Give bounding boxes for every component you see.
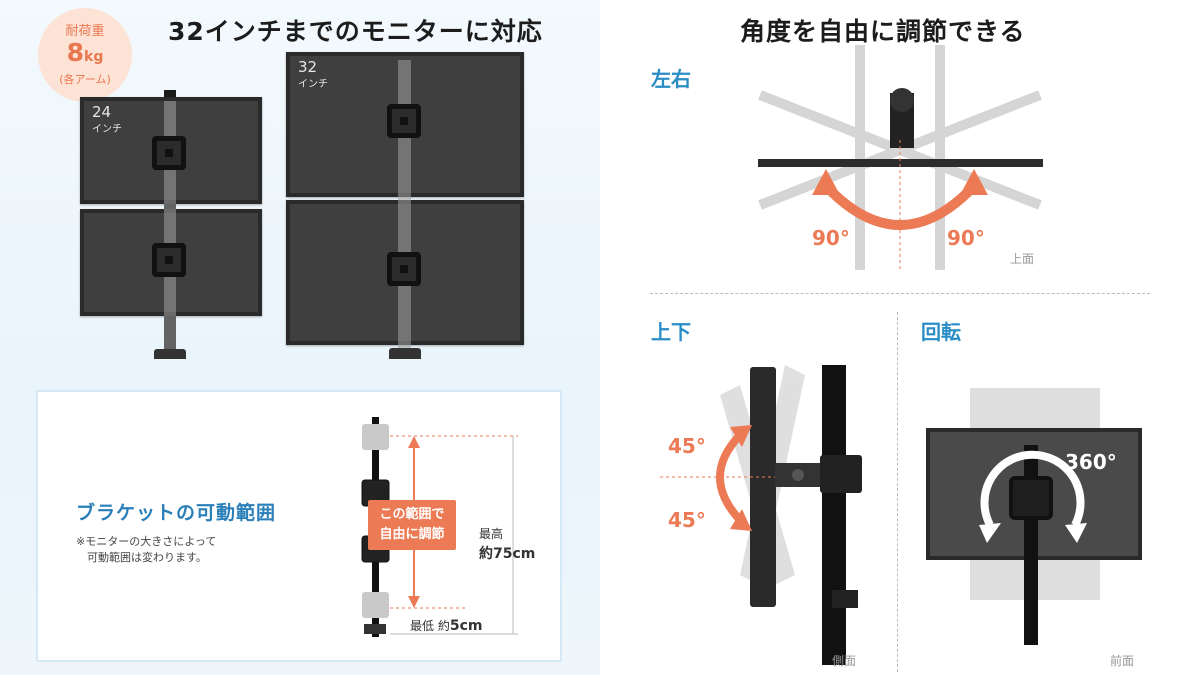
clamp-base bbox=[389, 348, 421, 359]
right-title: 角度を自由に調節できる bbox=[740, 17, 1026, 46]
left-title: 32インチまでのモニターに対応 bbox=[168, 17, 543, 46]
min-height: 最低 約5cm bbox=[410, 618, 483, 634]
range-title: ブラケットの可動範囲 bbox=[76, 502, 277, 524]
vesa-bracket-icon bbox=[152, 243, 186, 277]
vesa-bracket-icon bbox=[387, 104, 421, 138]
max-height-label: 最高 bbox=[479, 527, 504, 541]
tilt-angle-up: 45° bbox=[668, 434, 706, 458]
rotate-view-label: 前面 bbox=[1110, 654, 1135, 668]
swivel-label: 左右 bbox=[651, 67, 691, 91]
load-note: (各アーム) bbox=[59, 73, 111, 86]
swivel-diagram bbox=[758, 45, 1043, 270]
vesa-bracket-icon bbox=[387, 252, 421, 286]
rotate-label: 回転 bbox=[921, 320, 961, 344]
section-divider bbox=[897, 312, 898, 672]
tilt-view-label: 側面 bbox=[832, 654, 857, 668]
tilt-angle-down: 45° bbox=[668, 508, 706, 532]
tilt-label: 上下 bbox=[651, 320, 691, 344]
swivel-angle-left: 90° bbox=[812, 226, 850, 250]
range-callout: この範囲で 自由に調節 bbox=[368, 500, 456, 550]
load-label: 耐荷重 bbox=[65, 24, 105, 39]
tilt-diagram bbox=[660, 365, 862, 665]
rotate-diagram bbox=[926, 388, 1142, 645]
bracket-range-panel: ブラケットの可動範囲 ※モニターの大きさによって 可動範囲は変わります。 bbox=[36, 390, 562, 662]
load-capacity-badge: 耐荷重 8kg (各アーム) bbox=[38, 8, 132, 102]
clamp-base bbox=[154, 349, 186, 359]
max-height-value: 約75cm bbox=[479, 546, 536, 562]
rotate-angle: 360° bbox=[1065, 450, 1117, 474]
section-divider bbox=[650, 293, 1150, 294]
swivel-angle-right: 90° bbox=[947, 226, 985, 250]
load-value: 8kg bbox=[66, 38, 104, 67]
vesa-bracket-icon bbox=[152, 136, 186, 170]
swivel-view-label: 上面 bbox=[1010, 252, 1035, 266]
range-note: ※モニターの大きさによって 可動範囲は変わります。 bbox=[76, 535, 217, 564]
